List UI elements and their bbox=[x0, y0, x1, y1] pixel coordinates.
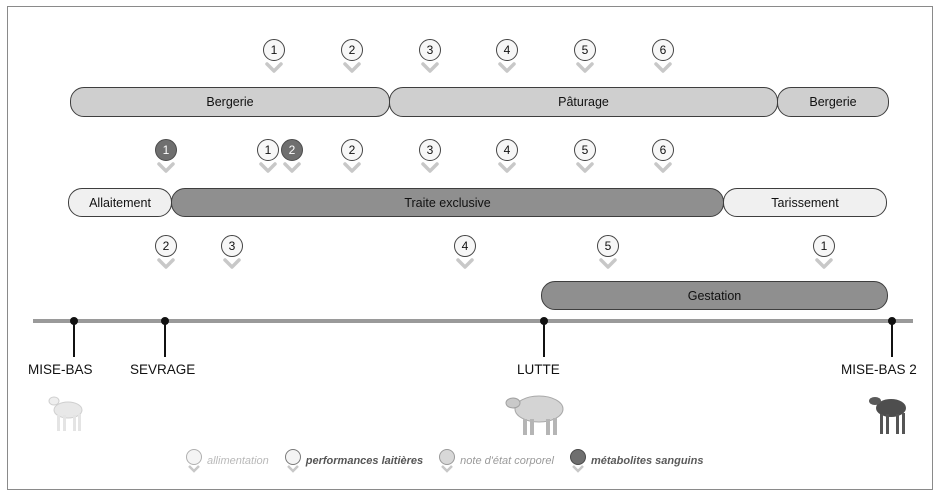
legend-item-alimentation: allimentation bbox=[184, 449, 269, 473]
chevron-down-icon bbox=[421, 162, 439, 173]
timeline-tick bbox=[164, 323, 166, 357]
legend: allimentation performances laitières not… bbox=[184, 449, 717, 473]
diagram-frame: 1 2 3 4 5 6 Bergerie Pâturage Bergerie 1… bbox=[7, 6, 933, 490]
chevron-down-icon bbox=[223, 258, 241, 269]
chevron-down-icon bbox=[265, 62, 283, 73]
legend-item-metabolites: métabolites sanguins bbox=[568, 449, 703, 473]
chevron-down-icon bbox=[599, 258, 617, 269]
chevron-down-icon bbox=[283, 162, 301, 173]
marker-row2: 2 bbox=[341, 139, 363, 179]
legend-label: allimentation bbox=[207, 455, 269, 467]
marker-number: 6 bbox=[652, 139, 674, 161]
chevron-down-icon bbox=[157, 162, 175, 173]
chevron-down-icon bbox=[421, 62, 439, 73]
dark-lamb-icon bbox=[869, 397, 906, 434]
marker-row2: 4 bbox=[496, 139, 518, 179]
marker-number: 3 bbox=[419, 139, 441, 161]
label-sevrage: SEVRAGE bbox=[130, 362, 196, 377]
bar-tarissement: Tarissement bbox=[723, 188, 887, 217]
legend-label: métabolites sanguins bbox=[590, 455, 704, 467]
marker-row1: 3 bbox=[419, 39, 441, 79]
marker-number: 2 bbox=[341, 39, 363, 61]
legend-marker-icon bbox=[568, 449, 588, 473]
chevron-down-icon bbox=[259, 162, 277, 173]
chevron-down-icon bbox=[343, 62, 361, 73]
bar-allaitement: Allaitement bbox=[68, 188, 172, 217]
marker-number: 6 bbox=[652, 39, 674, 61]
legend-label: note d'état corporel bbox=[460, 455, 554, 467]
marker-row1: 2 bbox=[341, 39, 363, 79]
bar-paturage: Pâturage bbox=[389, 87, 778, 117]
marker-row2-dark: 2 bbox=[281, 139, 303, 179]
timeline-dot bbox=[888, 317, 896, 325]
chevron-down-icon bbox=[498, 62, 516, 73]
legend-marker-icon bbox=[283, 449, 303, 473]
marker-number: 1 bbox=[155, 139, 177, 161]
sheep-icon bbox=[505, 395, 564, 435]
legend-item-performances: performances laitières bbox=[283, 449, 423, 473]
bar-traite-exclusive: Traite exclusive bbox=[171, 188, 724, 217]
marker-row3: 1 bbox=[813, 235, 835, 275]
chevron-down-icon bbox=[815, 258, 833, 269]
timeline-tick bbox=[891, 323, 893, 357]
marker-row3: 2 bbox=[155, 235, 177, 275]
legend-marker-icon bbox=[437, 449, 457, 473]
marker-row1: 1 bbox=[263, 39, 285, 79]
marker-number: 4 bbox=[454, 235, 476, 257]
marker-row2-dark: 1 bbox=[155, 139, 177, 179]
timeline-dot bbox=[70, 317, 78, 325]
timeline-dot bbox=[540, 317, 548, 325]
marker-number: 4 bbox=[496, 39, 518, 61]
marker-row3: 3 bbox=[221, 235, 243, 275]
timeline-axis bbox=[33, 319, 913, 323]
marker-number: 3 bbox=[419, 39, 441, 61]
marker-row3: 4 bbox=[454, 235, 476, 275]
chevron-down-icon bbox=[456, 258, 474, 269]
marker-number: 2 bbox=[281, 139, 303, 161]
bar-bergerie-1: Bergerie bbox=[70, 87, 390, 117]
marker-number: 5 bbox=[597, 235, 619, 257]
marker-row3: 5 bbox=[597, 235, 619, 275]
marker-row1: 5 bbox=[574, 39, 596, 79]
chevron-down-icon bbox=[343, 162, 361, 173]
legend-label: performances laitières bbox=[305, 455, 424, 467]
label-mise-bas-2: MISE-BAS 2 bbox=[841, 362, 917, 377]
chevron-down-icon bbox=[157, 258, 175, 269]
marker-row2: 6 bbox=[652, 139, 674, 179]
marker-row1: 4 bbox=[496, 39, 518, 79]
marker-number: 4 bbox=[496, 139, 518, 161]
chevron-down-icon bbox=[576, 62, 594, 73]
chevron-down-icon bbox=[654, 62, 672, 73]
marker-row2: 5 bbox=[574, 139, 596, 179]
legend-item-etat-corporel: note d'état corporel bbox=[437, 449, 554, 473]
bar-gestation: Gestation bbox=[541, 281, 888, 310]
marker-number: 1 bbox=[813, 235, 835, 257]
marker-row1: 6 bbox=[652, 39, 674, 79]
timeline-tick bbox=[543, 323, 545, 357]
marker-number: 5 bbox=[574, 39, 596, 61]
chevron-down-icon bbox=[654, 162, 672, 173]
timeline-dot bbox=[161, 317, 169, 325]
chevron-down-icon bbox=[498, 162, 516, 173]
marker-number: 2 bbox=[341, 139, 363, 161]
label-lutte: LUTTE bbox=[517, 362, 560, 377]
label-mise-bas: MISE-BAS bbox=[28, 362, 93, 377]
marker-number: 1 bbox=[263, 39, 285, 61]
marker-row2: 1 bbox=[257, 139, 279, 179]
marker-number: 2 bbox=[155, 235, 177, 257]
marker-row2: 3 bbox=[419, 139, 441, 179]
marker-number: 5 bbox=[574, 139, 596, 161]
lamb-icon bbox=[48, 396, 83, 431]
marker-number: 1 bbox=[257, 139, 279, 161]
bar-bergerie-2: Bergerie bbox=[777, 87, 889, 117]
marker-number: 3 bbox=[221, 235, 243, 257]
timeline-tick bbox=[73, 323, 75, 357]
chevron-down-icon bbox=[576, 162, 594, 173]
legend-marker-icon bbox=[184, 449, 204, 473]
